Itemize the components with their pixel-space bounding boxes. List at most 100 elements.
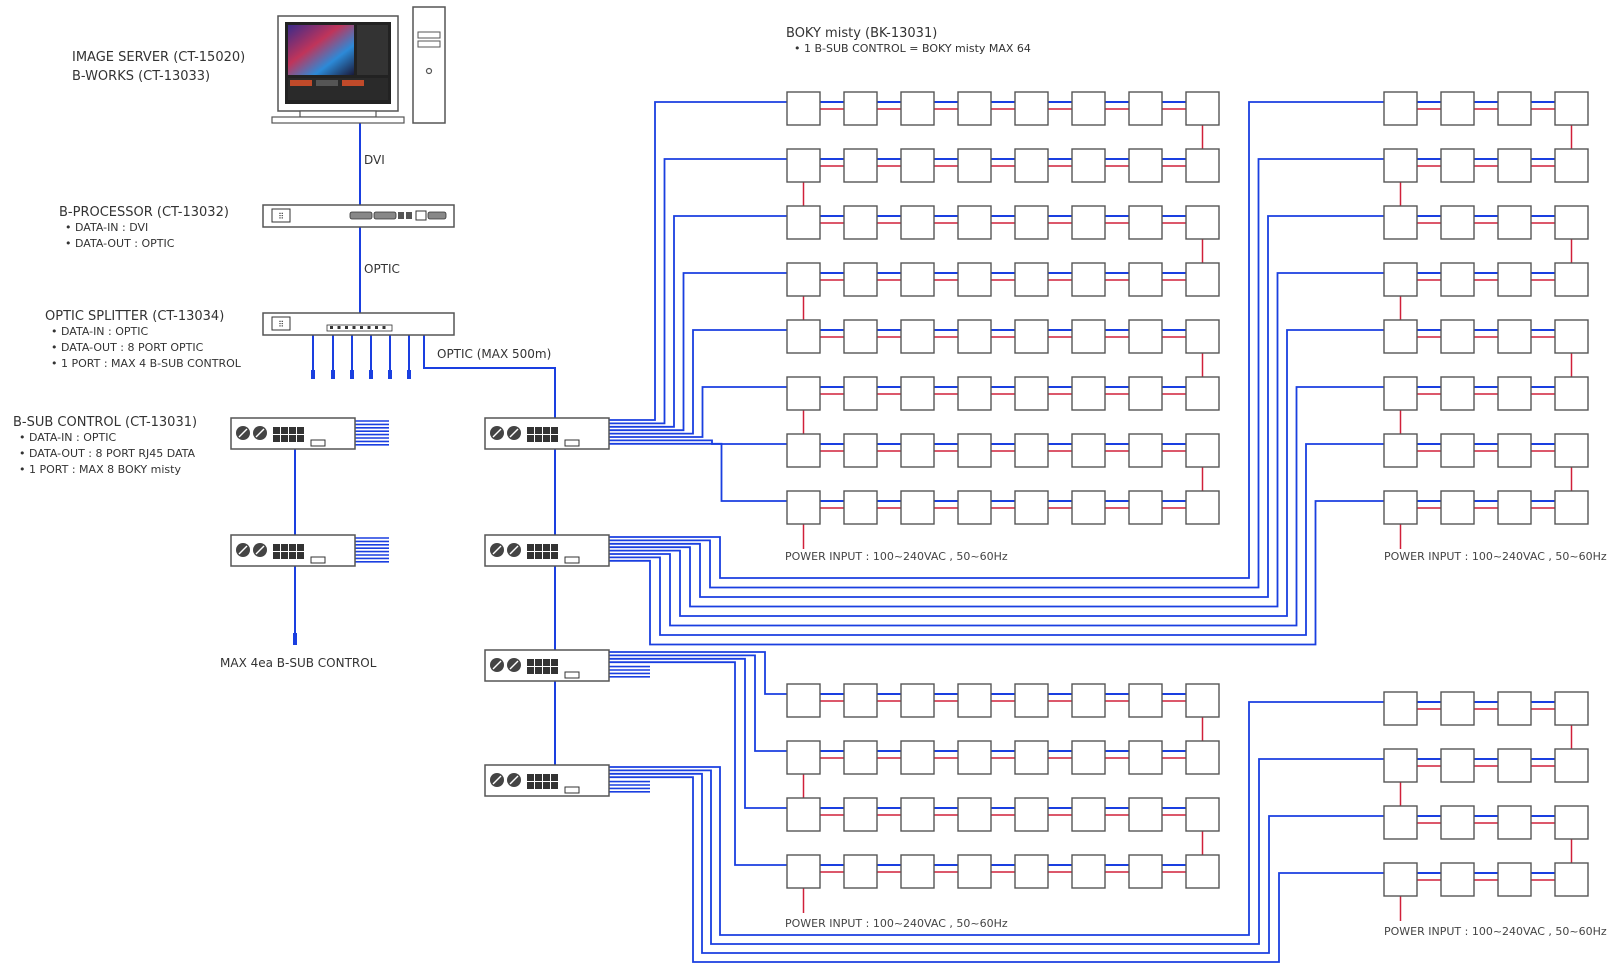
boky-fixture: [1497, 691, 1532, 726]
boky-fixture: [1554, 862, 1589, 897]
rj45-port-icon: [551, 782, 558, 789]
boky-fixture: [1185, 433, 1220, 468]
boky-fixture: [843, 433, 878, 468]
boky-fixture: [1014, 854, 1049, 889]
boky-fixture: [786, 740, 821, 775]
boky-fixture: [957, 91, 992, 126]
data-cable: [609, 329, 1384, 617]
rj45-port-icon: [551, 552, 558, 559]
rj45-port-icon: [535, 552, 542, 559]
boky-fixture: [843, 740, 878, 775]
rj45-port-icon: [281, 552, 288, 559]
boky-fixture: [1128, 854, 1163, 889]
boky-fixture: [957, 205, 992, 240]
boky-fixture: [1014, 262, 1049, 297]
boky-fixture: [843, 91, 878, 126]
b-sub-control-block: B-SUB CONTROL (CT-13031) DATA-IN : OPTIC…: [13, 415, 197, 478]
boky-fixture: [1554, 490, 1589, 525]
rj45-port-icon: [543, 774, 550, 781]
pc-tower-icon: [412, 6, 446, 124]
rj45-port-icon: [551, 544, 558, 551]
rj45-port-icon: [273, 552, 280, 559]
boky-fixture: [786, 148, 821, 183]
boky-fixture: [843, 262, 878, 297]
spec-item: DATA-OUT : 8 PORT OPTIC: [51, 340, 241, 356]
boky-block: BOKY misty (BK-13031) 1 B-SUB CONTROL = …: [786, 26, 1031, 57]
data-cable: [609, 776, 1384, 963]
optic-splitter-block: OPTIC SPLITTER (CT-13034) DATA-IN : OPTI…: [45, 309, 241, 372]
connector-icon: [509, 428, 519, 438]
boky-fixture: [1383, 376, 1418, 411]
data-cable: [609, 215, 1384, 598]
boky-fixture: [1497, 262, 1532, 297]
image-server-label: IMAGE SERVER (CT-15020): [72, 50, 246, 65]
boky-fixture: [1383, 262, 1418, 297]
boky-fixture: [1383, 862, 1418, 897]
boky-grid-2: [1383, 91, 1589, 549]
power-label: POWER INPUT : 100~240VAC , 50~60Hz: [785, 550, 1008, 563]
data-cable: [609, 215, 787, 428]
boky-fixture: [786, 683, 821, 718]
boky-grid-1: [786, 91, 1220, 549]
boky-fixture: [1497, 433, 1532, 468]
rj45-port-icon: [527, 427, 534, 434]
connector-icon: [238, 428, 248, 438]
connector-icon: [509, 545, 519, 555]
led-icon: [310, 439, 326, 447]
boky-fixture: [1383, 691, 1418, 726]
spec-item: DATA-IN : OPTIC: [51, 324, 241, 340]
rj45-port-icon: [273, 435, 280, 442]
boky-fixture: [1497, 862, 1532, 897]
boky-fixture: [1497, 148, 1532, 183]
boky-fixture: [1128, 376, 1163, 411]
boky-fixture: [1497, 91, 1532, 126]
rj45-port-icon: [527, 544, 534, 551]
spec-item: 1 PORT : MAX 4 B-SUB CONTROL: [51, 356, 241, 372]
rj45-port-icon: [297, 427, 304, 434]
boky-fixture: [1185, 683, 1220, 718]
boky-fixture: [1554, 805, 1589, 840]
boky-fixture: [1128, 262, 1163, 297]
boky-fixture: [1128, 91, 1163, 126]
optic-trunk-cable: [423, 335, 556, 418]
port-icon: [360, 326, 363, 329]
boky-fixture: [1014, 319, 1049, 354]
data-cable: [609, 101, 787, 421]
data-cable: [609, 654, 787, 752]
rj45-port-icon: [535, 774, 542, 781]
boky-fixture: [1185, 490, 1220, 525]
boky-fixture: [957, 490, 992, 525]
boky-fixture: [1014, 376, 1049, 411]
boky-fixture: [1128, 433, 1163, 468]
rj45-port-icon: [543, 544, 550, 551]
rj45-port-icon: [551, 435, 558, 442]
data-cable: [609, 443, 1384, 636]
rj45-port-icon: [551, 427, 558, 434]
boky-fixture: [1071, 740, 1106, 775]
connector-icon: [255, 545, 265, 555]
data-cable: [609, 158, 1384, 589]
data-cable: [609, 772, 1384, 954]
connector-icon: [509, 775, 519, 785]
boky-fixture: [1071, 683, 1106, 718]
b-sub-control-specs: DATA-IN : OPTIC DATA-OUT : 8 PORT RJ45 D…: [19, 430, 197, 478]
optic-max-label: OPTIC (MAX 500m): [437, 347, 552, 361]
rj45-port-icon: [297, 544, 304, 551]
rj45-port-icon: [543, 782, 550, 789]
rj45-port-icon: [535, 782, 542, 789]
boky-fixture: [1128, 319, 1163, 354]
b-processor-specs: DATA-IN : DVI DATA-OUT : OPTIC: [65, 220, 229, 252]
port-icon: [352, 326, 356, 329]
boky-fixture: [1071, 205, 1106, 240]
rj45-port-icon: [551, 774, 558, 781]
port-icon: [367, 326, 371, 329]
boky-fixture: [1440, 862, 1475, 897]
boky-fixture: [1440, 148, 1475, 183]
boky-fixture: [1128, 740, 1163, 775]
image-server-monitor-icon: [271, 15, 405, 124]
led-icon: [564, 671, 580, 679]
connector-icon: [492, 428, 502, 438]
rj45-port-icon: [281, 435, 288, 442]
port-icon: [345, 326, 348, 329]
data-cable: [609, 272, 787, 432]
